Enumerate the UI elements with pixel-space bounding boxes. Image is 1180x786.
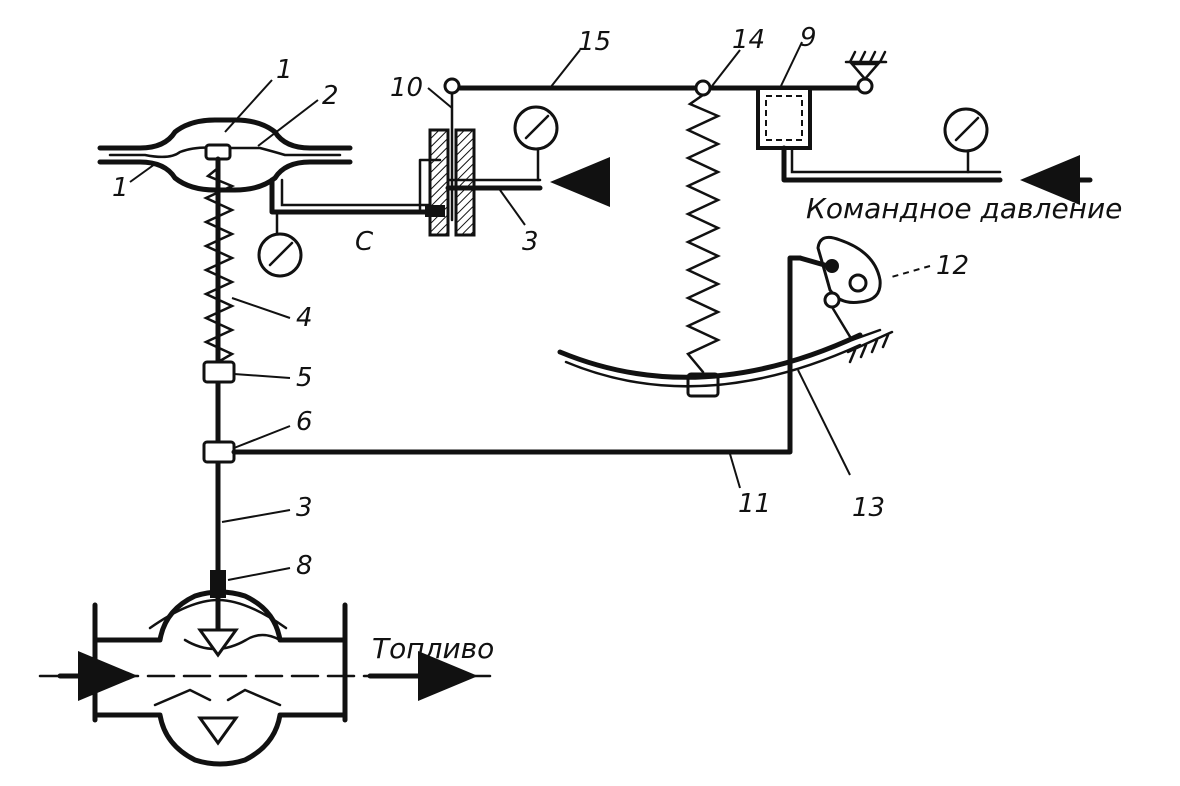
pressure-line-c bbox=[269, 177, 433, 215]
pivot-14-top bbox=[694, 79, 712, 97]
pivot-10 bbox=[443, 77, 461, 95]
label-15: 15 bbox=[578, 27, 611, 57]
spring-4 bbox=[203, 166, 236, 364]
label-13: 13 bbox=[852, 493, 885, 523]
label-4: 4 bbox=[296, 303, 313, 333]
seal-8 bbox=[210, 570, 226, 598]
diaphragm-housing bbox=[97, 117, 353, 193]
leader-lines bbox=[129, 41, 931, 581]
label-c: C bbox=[355, 227, 374, 257]
cam-12 bbox=[797, 235, 894, 364]
valve-plug-lower bbox=[197, 716, 239, 746]
number-labels: 1 2 1 10 15 14 9 3 C 4 5 6 3 8 11 13 12 bbox=[112, 23, 969, 581]
label-11: 11 bbox=[738, 489, 771, 519]
label-6: 6 bbox=[296, 407, 313, 437]
lever-13 bbox=[557, 332, 863, 380]
label-1-left: 1 bbox=[112, 173, 129, 203]
fuel-valve-body bbox=[38, 570, 492, 767]
label-2: 2 bbox=[322, 81, 339, 111]
label-9: 9 bbox=[800, 23, 817, 53]
bellows-9 bbox=[756, 86, 1093, 205]
fixed-pivot-top bbox=[844, 50, 888, 95]
lever-11 bbox=[231, 255, 803, 455]
pressure-gauge-command bbox=[943, 107, 989, 153]
label-12: 12 bbox=[936, 251, 969, 281]
label-3-lower: 3 bbox=[296, 493, 313, 523]
block-5 bbox=[202, 360, 236, 384]
label-5: 5 bbox=[296, 363, 313, 393]
pressure-gauge-left bbox=[257, 232, 303, 278]
valve-plug-upper bbox=[197, 628, 239, 658]
label-10: 10 bbox=[390, 73, 423, 103]
block-6 bbox=[202, 440, 236, 464]
caption-command-pressure: Командное давление bbox=[806, 192, 1122, 225]
spring-14 bbox=[685, 93, 722, 374]
servo-valve bbox=[418, 88, 610, 237]
label-1-top: 1 bbox=[276, 55, 293, 85]
caption-fuel: Топливо bbox=[372, 632, 494, 665]
label-8: 8 bbox=[296, 551, 313, 581]
label-14: 14 bbox=[732, 25, 765, 55]
pressure-gauge-servo bbox=[513, 105, 559, 151]
label-3-upper: 3 bbox=[522, 227, 539, 257]
